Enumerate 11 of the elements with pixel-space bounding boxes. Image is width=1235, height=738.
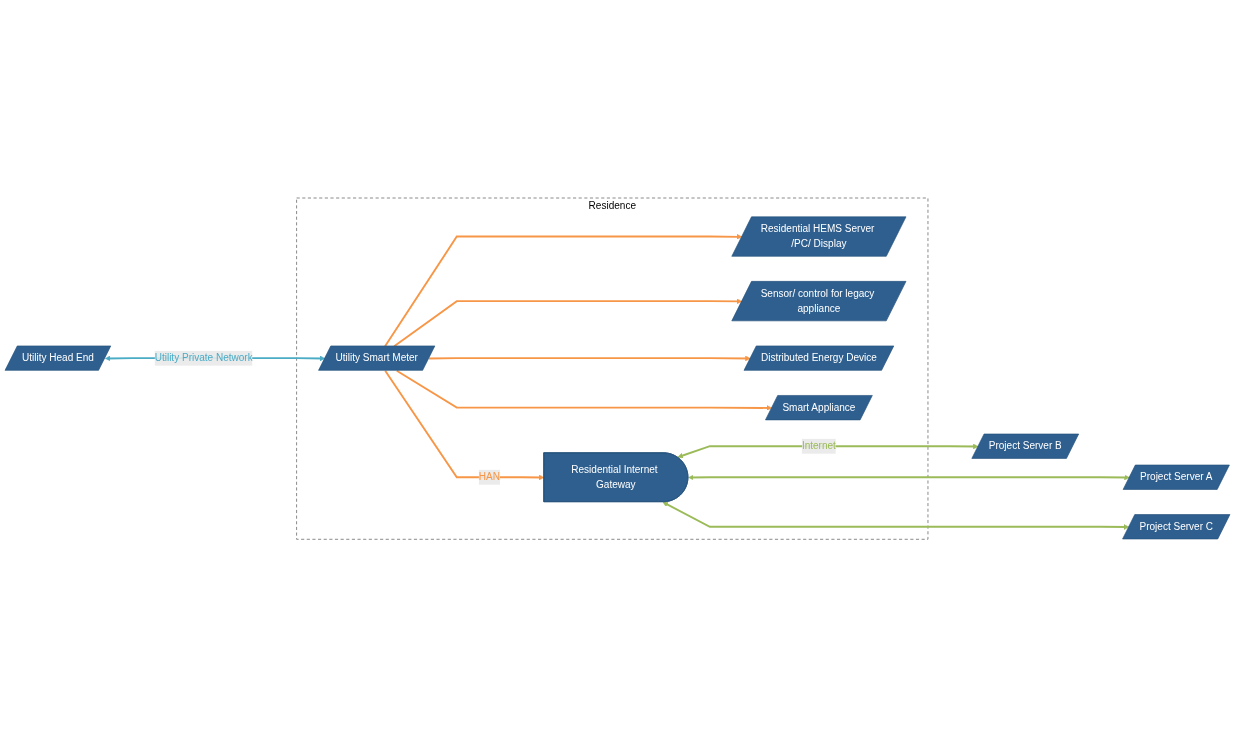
arrow: [393, 298, 743, 348]
arrow: [677, 444, 979, 459]
edge-label: Utility Private Network: [154, 352, 253, 364]
arrow: [384, 370, 545, 481]
arrow: [395, 370, 773, 412]
arrow: [384, 234, 743, 348]
arrow: [428, 356, 751, 362]
arrow: [688, 475, 1130, 481]
arrow: [662, 502, 1130, 531]
edge-label: HAN: [478, 471, 500, 483]
edge-label: Internet: [801, 440, 836, 452]
